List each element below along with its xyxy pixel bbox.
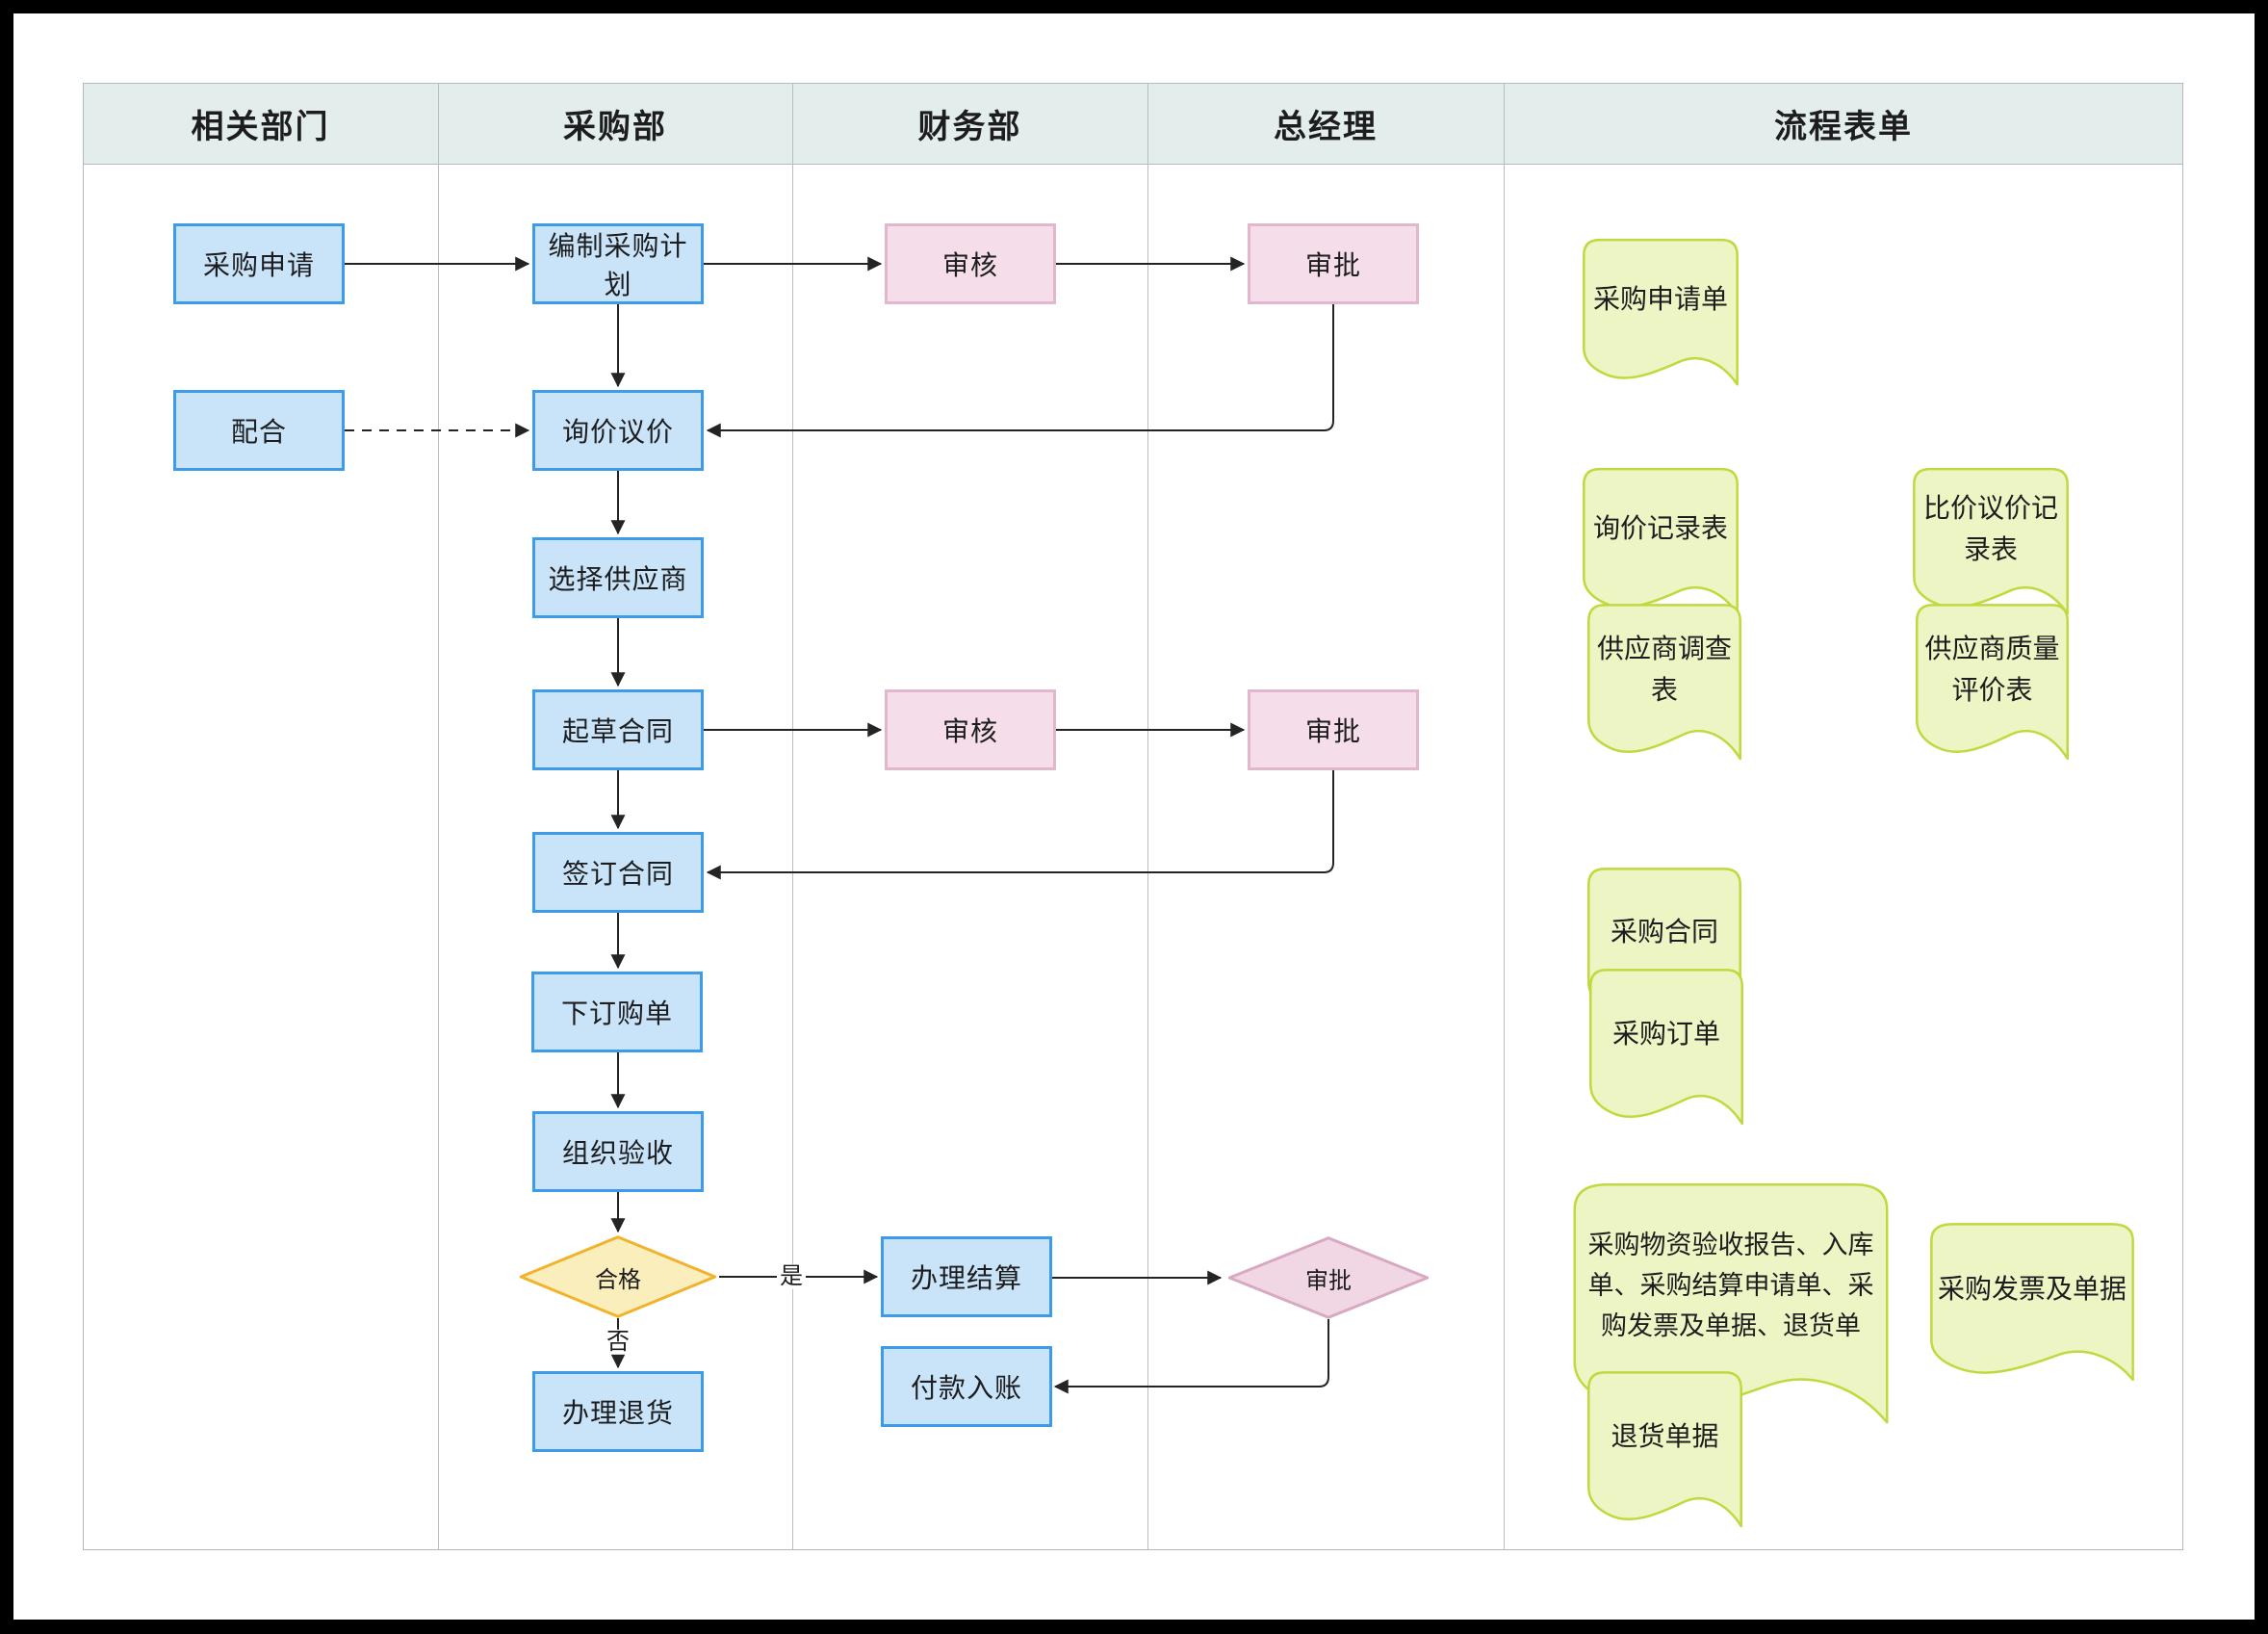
lane-header-forms: 流程表单 — [1774, 109, 1913, 145]
lane-divider-3 — [1147, 83, 1148, 1550]
form-purchase-order: 采购订单 — [1587, 967, 1745, 1128]
lane-divider-1 — [438, 83, 439, 1550]
edge-label-yes: 是 — [777, 1263, 806, 1290]
lane-header-gm: 总经理 — [1274, 109, 1378, 145]
decision-approve-final: 审批 — [1225, 1236, 1431, 1319]
form-supplier-quality-eval: 供应商质量评价表 — [1914, 602, 2071, 764]
node-draft-contract: 起草合同 — [532, 689, 704, 770]
node-place-order: 下订购单 — [531, 972, 703, 1052]
form-purchase-invoice-docs: 采购发票及单据 — [1927, 1221, 2137, 1385]
decision-approve-final-label: 审批 — [1305, 1267, 1352, 1294]
decision-qualified: 合格 — [517, 1235, 719, 1318]
node-inquiry-bargain: 询价议价 — [532, 390, 704, 471]
node-sign-contract: 签订合同 — [532, 832, 704, 913]
lane-divider-4 — [1504, 83, 1505, 1550]
node-handle-return: 办理退货 — [532, 1371, 704, 1452]
node-purchase-request: 采购申请 — [173, 223, 345, 304]
lane-header-band — [83, 83, 2183, 165]
node-approve-1: 审批 — [1248, 223, 1419, 304]
form-purchase-request-doc: 采购申请单 — [1581, 237, 1740, 389]
node-settlement: 办理结算 — [881, 1236, 1052, 1317]
node-approve-2: 审批 — [1248, 689, 1419, 770]
edge-label-no: 否 — [604, 1329, 632, 1356]
form-supplier-survey: 供应商调查表 — [1585, 602, 1743, 764]
lane-header-finance: 财务部 — [917, 109, 1022, 145]
node-payment-entry: 付款入账 — [881, 1346, 1052, 1427]
node-review-1: 审核 — [885, 223, 1056, 304]
lane-divider-2 — [792, 83, 793, 1550]
node-select-supplier: 选择供应商 — [532, 537, 704, 618]
lane-header-related-depts: 相关部门 — [191, 109, 330, 145]
form-inquiry-record: 询价记录表 — [1581, 466, 1740, 618]
node-make-purchase-plan: 编制采购计划 — [532, 223, 704, 304]
node-cooperate: 配合 — [173, 390, 345, 471]
form-return-docs: 退货单据 — [1585, 1369, 1744, 1531]
decision-qualified-label: 合格 — [595, 1266, 641, 1293]
node-review-2: 审核 — [885, 689, 1056, 770]
lane-header-purchasing: 采购部 — [563, 109, 667, 145]
node-organize-acceptance: 组织验收 — [532, 1111, 704, 1192]
form-price-comparison-record: 比价议价记录表 — [1911, 466, 2071, 618]
form-acceptance-settlement-docs: 采购物资验收报告、入库单、采购结算申请单、采购发票及单据、退货单 — [1568, 1180, 1894, 1430]
